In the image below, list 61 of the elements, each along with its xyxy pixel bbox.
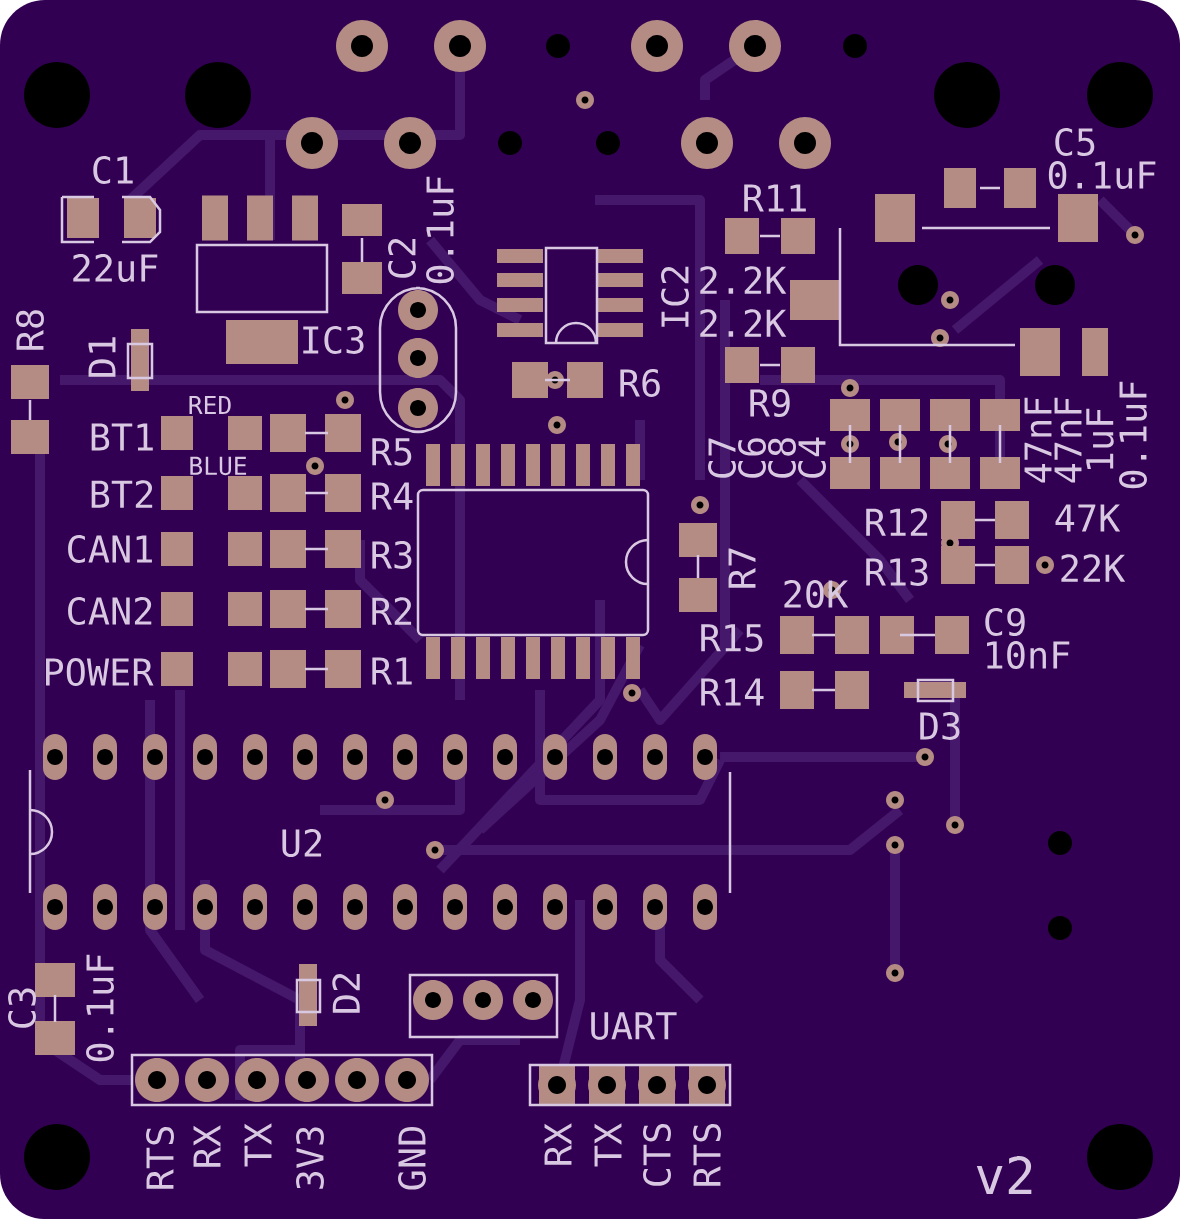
silkscreen-label: 0.1uF [1048, 161, 1156, 189]
silkscreen-label: 2.2K [700, 309, 787, 337]
silkscreen-label: R1 [372, 657, 412, 685]
silkscreen-label: R9 [750, 389, 790, 417]
silkscreen-label: 47K [1055, 504, 1121, 532]
silkscreen-label: 22uF [73, 254, 158, 282]
silkscreen-label: D1 [88, 337, 116, 377]
silkscreen-label: R4 [372, 482, 413, 510]
silkscreen-label: 10nF [987, 641, 1070, 669]
silkscreen-label: D2 [332, 973, 360, 1013]
silkscreen-label: GND [398, 1127, 426, 1190]
silkscreen-label: R11 [744, 184, 806, 212]
silkscreen-label: D3 [920, 712, 960, 740]
silkscreen-label: 47nF [1024, 397, 1052, 483]
silkscreen-label: R15 [701, 624, 763, 652]
silkscreen-label: C9 [985, 608, 1025, 636]
silkscreen-label: C3 [8, 988, 36, 1028]
silkscreen-label: 3V3 [296, 1127, 324, 1189]
silkscreen-label: RED [189, 396, 231, 414]
silkscreen-label: IC3 [303, 326, 364, 354]
silkscreen-label: UART [591, 1012, 677, 1040]
silkscreen-label: 2.2K [700, 266, 787, 294]
silkscreen-label: C1 [93, 156, 133, 184]
silkscreen-label: RX [193, 1125, 221, 1167]
silkscreen-label: 0.1uF [86, 954, 114, 1062]
silkscreen-label: C7 [708, 438, 736, 478]
silkscreen-label: R14 [701, 678, 764, 706]
silkscreen-label: CTS [643, 1124, 671, 1186]
silkscreen-label: R12 [866, 508, 928, 536]
silkscreen-label: R6 [620, 369, 660, 397]
silkscreen-label: R8 [16, 310, 44, 350]
silkscreen-label: TX [244, 1123, 272, 1167]
silkscreen-label: R5 [372, 438, 412, 466]
silkscreen-label: RTS [693, 1124, 721, 1186]
silkscreen-label: TX [594, 1123, 622, 1167]
silkscreen-label: R2 [372, 597, 412, 625]
silkscreen-label: C4 [798, 437, 826, 478]
silkscreen-label: CAN1 [68, 535, 152, 563]
silkscreen-label: BLUE [190, 456, 247, 476]
silkscreen-label: R13 [866, 558, 928, 586]
silkscreen-label: BT2 [91, 480, 153, 508]
silkscreen-label: 1uF [1086, 408, 1114, 469]
silkscreen-label: R7 [728, 548, 756, 588]
silkscreen-label: C6 [738, 438, 766, 478]
silkscreen-label: v2 [976, 1156, 1032, 1194]
silkscreen-label: C5 [1055, 128, 1095, 156]
silkscreen-label: 20K [784, 580, 849, 608]
silkscreen-label: U2 [282, 829, 322, 857]
silkscreen-label: R3 [372, 541, 412, 569]
silkscreen-label: CAN2 [68, 597, 152, 625]
silkscreen-label: RTS [146, 1127, 174, 1189]
silkscreen-label: 0.1uF [1119, 381, 1147, 489]
silkscreen-label: IC2 [661, 266, 689, 327]
silkscreen-label: 47nF [1054, 397, 1082, 483]
silkscreen-label: RX [544, 1123, 572, 1165]
silkscreen-label: C2 [388, 238, 416, 278]
silkscreen-label: 22K [1061, 554, 1126, 582]
silkscreen-label: POWER [46, 658, 154, 686]
silkscreen-label: C8 [768, 438, 796, 478]
silkscreen-label: BT1 [91, 423, 153, 451]
silkscreen-label: 0.1uF [426, 176, 454, 284]
